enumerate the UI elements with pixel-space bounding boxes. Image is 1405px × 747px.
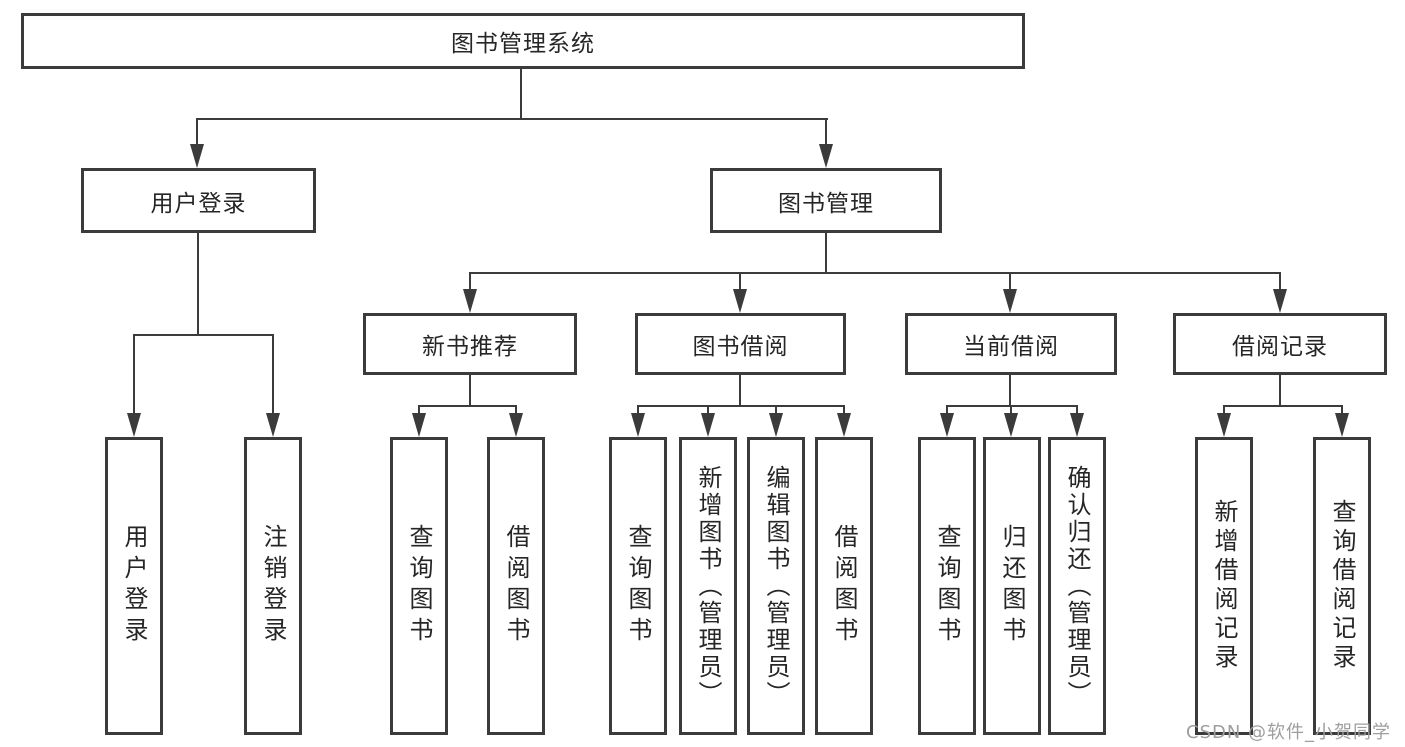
leaf-logout-label: 注销登录: [259, 524, 287, 648]
leaf-records-add: 新增借阅记录: [1195, 437, 1253, 735]
csdn-watermark: CSDN @软件_小贺同学: [1186, 722, 1392, 743]
leaf-user-login-label: 用户登录: [120, 524, 148, 648]
leaf-records-add-label: 新增借阅记录: [1210, 499, 1238, 673]
connector-line: [1279, 375, 1281, 406]
leaf-records-query-label: 查询借阅记录: [1328, 499, 1356, 673]
node-user-login-label: 用户登录: [150, 190, 247, 217]
arrowhead-down-icon: [940, 413, 954, 437]
leaf-logout: 注销登录: [244, 437, 302, 735]
arrowhead-down-icon: [1217, 413, 1231, 437]
connector-line: [825, 118, 827, 146]
leaf-records-query: 查询借阅记录: [1313, 437, 1371, 735]
connector-line: [707, 405, 709, 415]
leaf-current-confirm: 确认归还（管理员）: [1048, 437, 1106, 735]
connector-line: [197, 233, 199, 335]
leaf-borrow-query-label: 查询图书: [624, 524, 652, 648]
arrowhead-down-icon: [190, 144, 204, 168]
node-root: 图书管理系统: [21, 13, 1025, 69]
leaf-current-confirm-label: 确认归还（管理员）: [1063, 464, 1091, 708]
connector-line: [1279, 272, 1281, 289]
connector-line: [1010, 405, 1012, 415]
leaf-newbooks-borrow-label: 借阅图书: [502, 524, 530, 648]
arrowhead-down-icon: [1003, 289, 1017, 313]
node-borrow-records-label: 借阅记录: [1232, 334, 1328, 360]
connector-line: [1076, 405, 1078, 415]
node-new-books-label: 新书推荐: [422, 334, 518, 360]
arrowhead-down-icon: [463, 289, 477, 313]
leaf-borrow-edit: 编辑图书（管理员）: [747, 437, 805, 735]
arrowhead-down-icon: [509, 413, 523, 437]
connector-line: [637, 405, 844, 407]
arrowhead-down-icon: [1070, 413, 1084, 437]
leaf-borrow-borrow: 借阅图书: [815, 437, 873, 735]
leaf-current-return-label: 归还图书: [998, 524, 1026, 648]
connector-line: [775, 405, 777, 415]
connector-line: [739, 375, 741, 406]
arrowhead-down-icon: [1004, 413, 1018, 437]
leaf-borrow-add-label: 新增图书（管理员）: [694, 464, 722, 708]
connector-line: [843, 405, 845, 415]
leaf-user-login: 用户登录: [105, 437, 163, 735]
arrowhead-down-icon: [266, 413, 280, 437]
node-borrow-records: 借阅记录: [1173, 313, 1387, 375]
connector-line: [1341, 405, 1343, 415]
leaf-newbooks-borrow: 借阅图书: [487, 437, 545, 735]
leaf-borrow-borrow-label: 借阅图书: [830, 524, 858, 648]
connector-line: [418, 405, 420, 415]
connector-line: [196, 118, 828, 120]
connector-line: [520, 69, 522, 119]
leaf-newbooks-query: 查询图书: [390, 437, 448, 735]
connector-line: [133, 334, 273, 336]
arrowhead-down-icon: [701, 413, 715, 437]
arrowhead-down-icon: [733, 289, 747, 313]
node-current-borrow: 当前借阅: [905, 313, 1117, 375]
connector-line: [469, 375, 471, 406]
arrowhead-down-icon: [1335, 413, 1349, 437]
arrowhead-down-icon: [769, 413, 783, 437]
connector-line: [1009, 375, 1011, 406]
connector-line: [418, 405, 516, 407]
connector-line: [272, 334, 274, 413]
node-book-mgmt: 图书管理: [710, 168, 942, 233]
arrowhead-down-icon: [1273, 289, 1287, 313]
node-root-label: 图书管理系统: [451, 31, 595, 57]
node-user-login: 用户登录: [81, 168, 316, 233]
node-current-borrow-label: 当前借阅: [963, 334, 1059, 360]
connector-line: [196, 118, 198, 146]
leaf-current-query: 查询图书: [918, 437, 976, 735]
node-book-borrow-label: 图书借阅: [692, 334, 789, 360]
node-book-mgmt-label: 图书管理: [778, 190, 874, 217]
connector-line: [133, 334, 135, 413]
node-new-books: 新书推荐: [363, 313, 577, 375]
connector-line: [946, 405, 948, 415]
connector-line: [1223, 405, 1343, 407]
connector-line: [515, 405, 517, 415]
connector-line: [825, 233, 827, 273]
node-book-borrow: 图书借阅: [635, 313, 846, 375]
connector-line: [946, 405, 1078, 407]
arrowhead-down-icon: [837, 413, 851, 437]
connector-line: [1223, 405, 1225, 415]
connector-line: [469, 272, 1281, 274]
arrowhead-down-icon: [819, 144, 833, 168]
leaf-newbooks-query-label: 查询图书: [405, 524, 433, 648]
arrowhead-down-icon: [127, 413, 141, 437]
leaf-current-query-label: 查询图书: [933, 524, 961, 648]
arrowhead-down-icon: [631, 413, 645, 437]
leaf-borrow-query: 查询图书: [609, 437, 667, 735]
leaf-current-return: 归还图书: [983, 437, 1041, 735]
connector-line: [469, 272, 471, 289]
connector-line: [739, 272, 741, 289]
arrowhead-down-icon: [412, 413, 426, 437]
leaf-borrow-edit-label: 编辑图书（管理员）: [762, 464, 790, 708]
leaf-borrow-add: 新增图书（管理员）: [679, 437, 737, 735]
connector-line: [637, 405, 639, 415]
connector-line: [1009, 272, 1011, 289]
